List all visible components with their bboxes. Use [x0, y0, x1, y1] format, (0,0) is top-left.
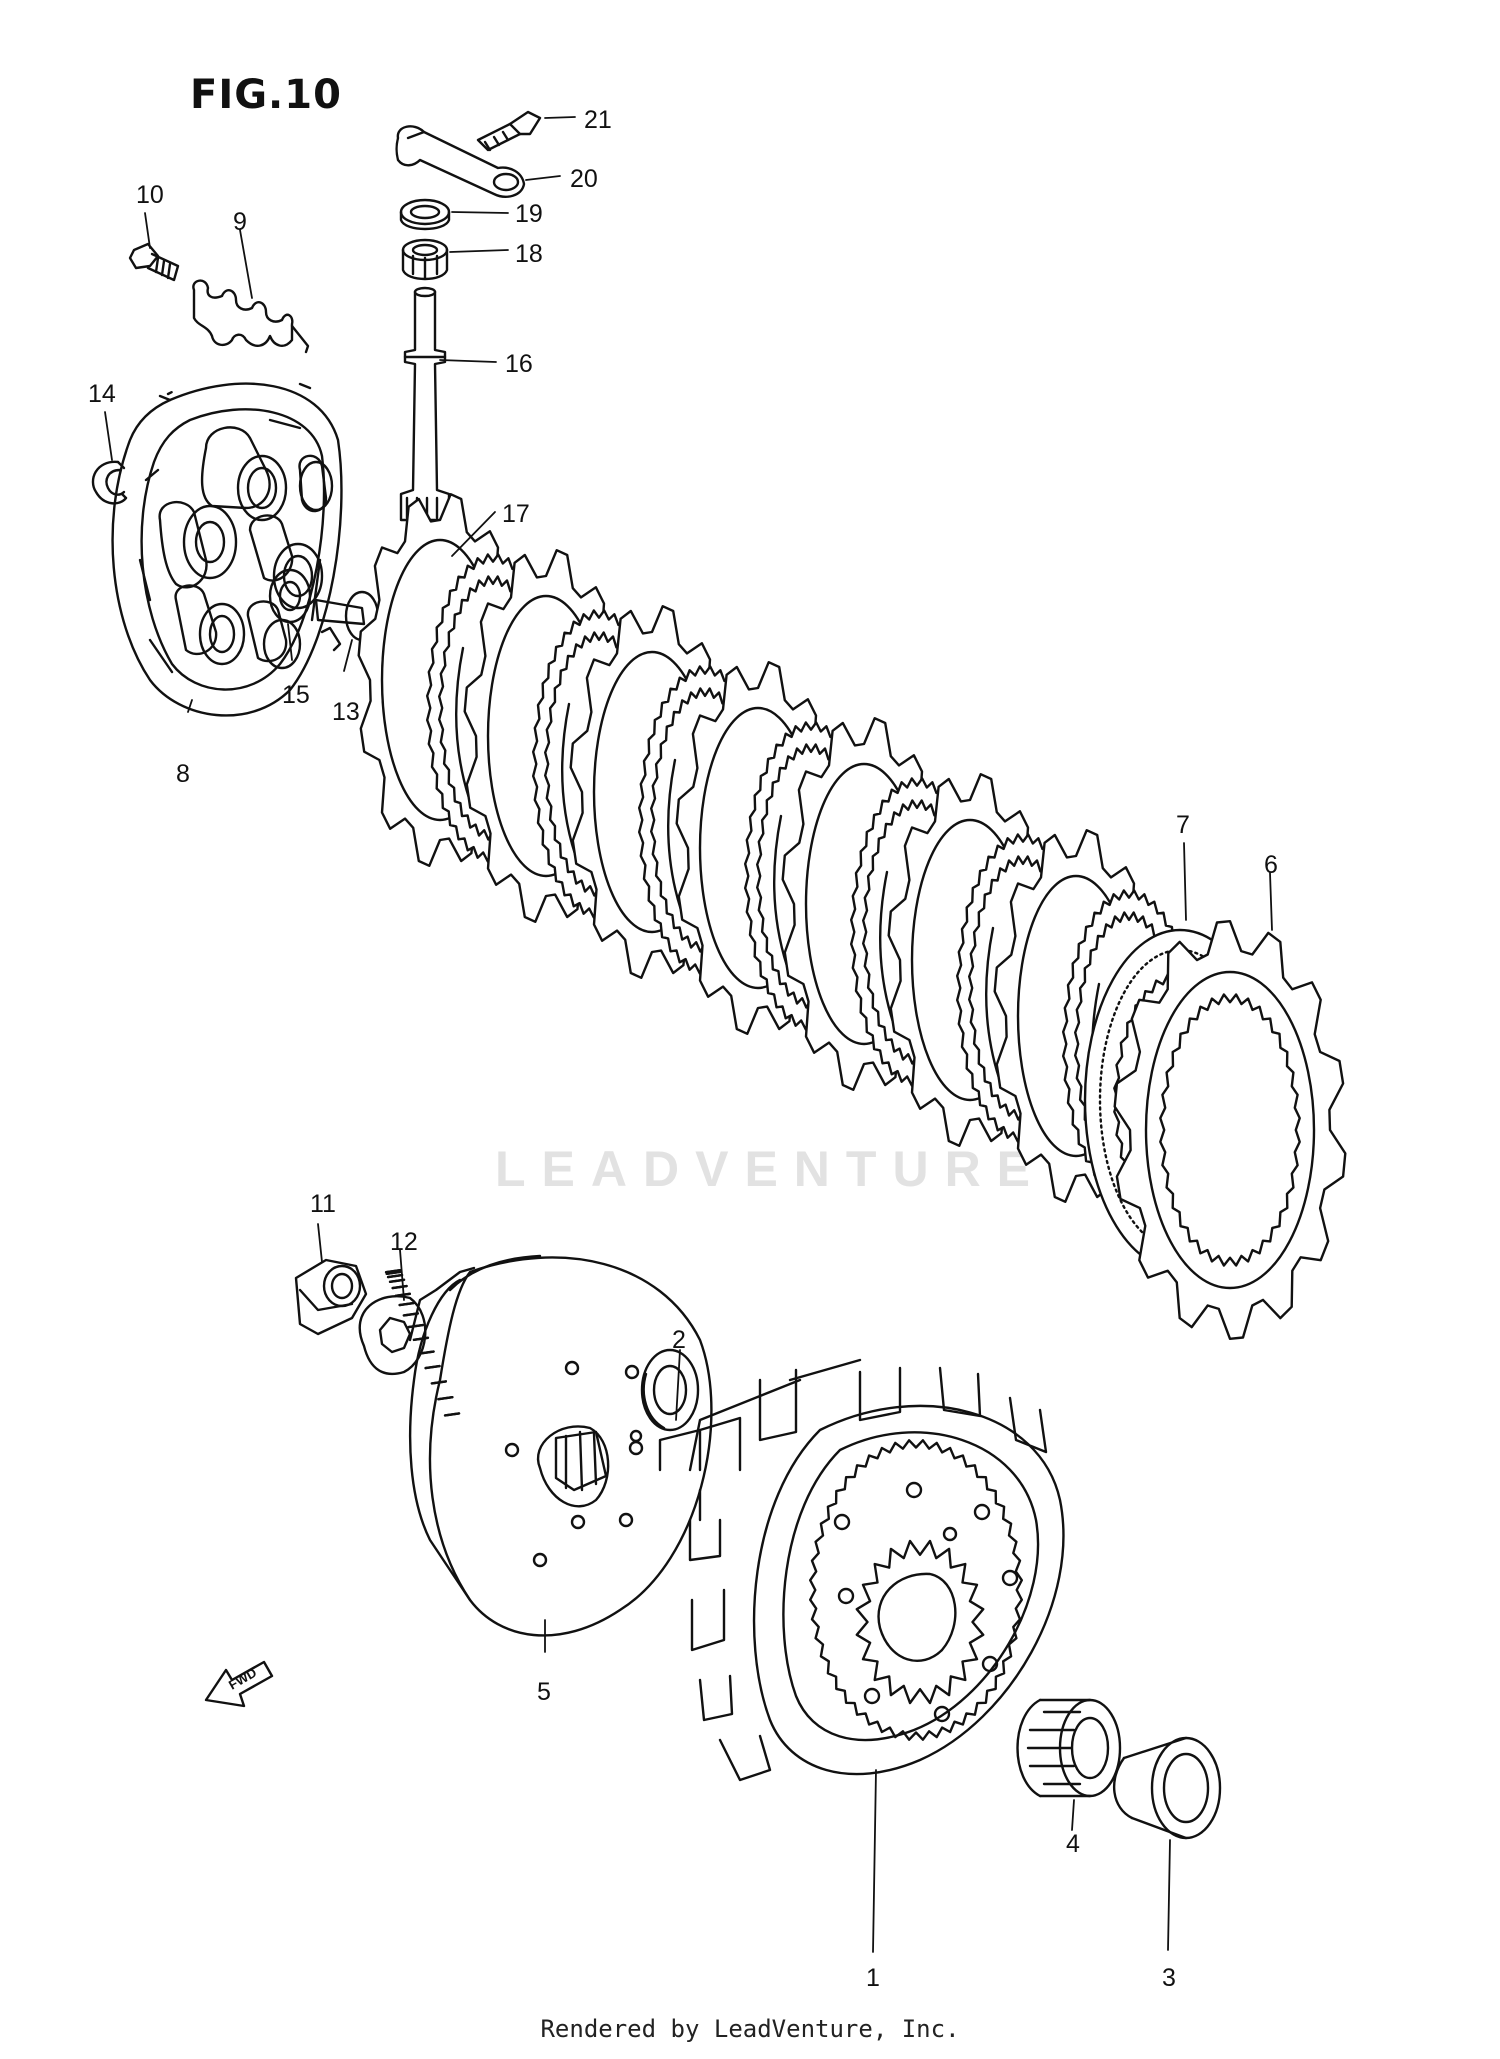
part-16-shaft	[399, 286, 451, 522]
callout-11: 11	[310, 1190, 336, 1218]
callout-2: 2	[672, 1326, 686, 1354]
callout-10: 10	[136, 181, 164, 209]
part-6-clutch-plate	[1113, 920, 1347, 1340]
leader-lines	[104, 116, 1273, 1953]
callout-21: 21	[584, 106, 612, 134]
callout-18: 18	[515, 240, 543, 268]
callout-6: 6	[1264, 851, 1278, 879]
part-5-clutch-sleeve-hub	[384, 1254, 713, 1637]
callout-8: 8	[176, 760, 190, 788]
callout-5: 5	[537, 1678, 551, 1706]
callout-4: 4	[1066, 1830, 1080, 1858]
part-18-bearing	[401, 238, 449, 281]
part-20-lever	[395, 125, 526, 198]
part-4-needle-bearing	[1016, 1698, 1122, 1798]
callout-14: 14	[88, 380, 116, 408]
callout-15: 15	[282, 681, 310, 709]
callout-19: 19	[515, 200, 543, 228]
part-1-clutch-housing	[658, 1358, 1065, 1782]
part-8-pressure-plate	[111, 382, 343, 717]
fwd-arrow: FWD	[204, 1660, 274, 1708]
footer-credit: Rendered by LeadVenture, Inc.	[540, 2015, 960, 2043]
part-11-nut	[294, 1258, 368, 1336]
figure-title: FIG.10	[190, 72, 342, 118]
callout-17: 17	[502, 500, 530, 528]
part-2-thrust-washer	[640, 1348, 700, 1432]
part-15-bearing	[268, 568, 312, 624]
part-21-bolt	[476, 110, 542, 152]
callout-9: 9	[233, 208, 247, 236]
part-6-7-clutch-plate-stack	[357, 493, 1347, 1340]
callout-13: 13	[332, 698, 360, 726]
part-19-seal	[399, 198, 451, 231]
callout-12: 12	[390, 1228, 418, 1256]
part-12-lock-washer	[358, 1295, 427, 1376]
callout-3: 3	[1162, 1964, 1176, 1992]
callout-20: 20	[570, 165, 598, 193]
callout-7: 7	[1176, 811, 1190, 839]
part-10-bolt	[128, 242, 180, 282]
part-9-spring	[192, 279, 310, 354]
part-3-spacer	[1112, 1736, 1222, 1840]
callout-16: 16	[505, 350, 533, 378]
watermark: LEADVENTURE	[495, 1141, 1047, 1197]
callout-1: 1	[866, 1964, 880, 1992]
